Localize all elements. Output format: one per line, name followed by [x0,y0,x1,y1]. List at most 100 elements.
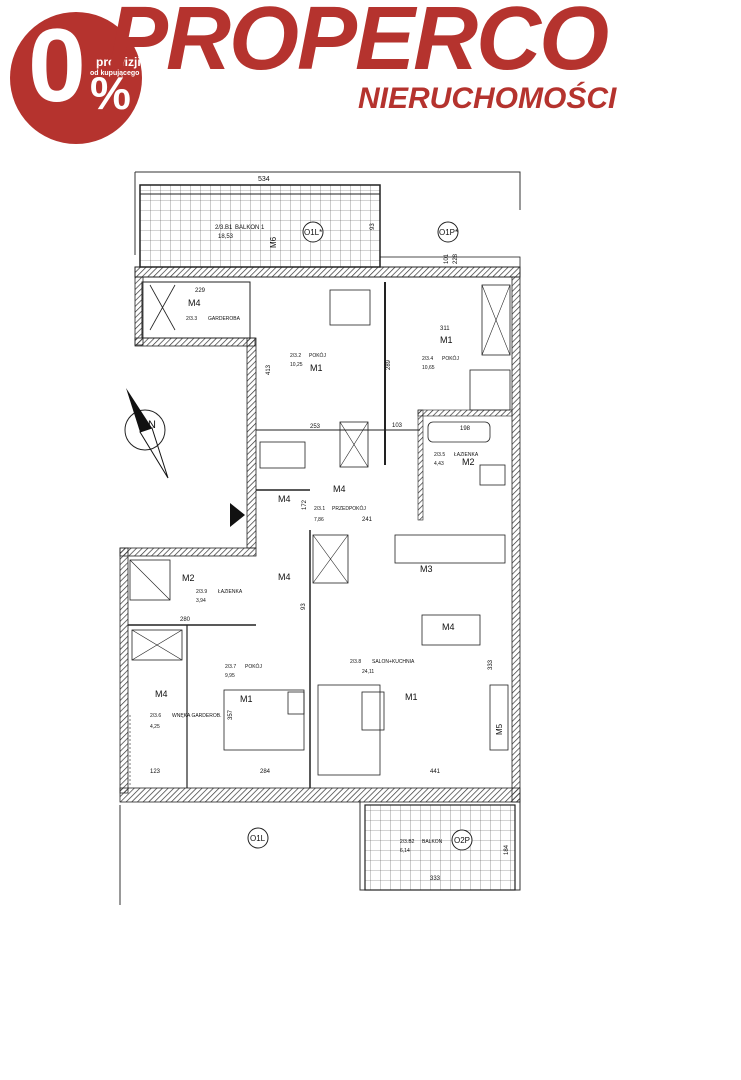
room-salon-kuchnia: M3 M4 2/3.8 SALON+KUCHNIA 24,11 M1 333 4… [301,534,509,776]
dim-103: 103 [392,423,403,429]
room-id-b1: 2/3.B1 [215,225,233,231]
symbol-m4-hall: M4 [278,494,291,504]
dim-172: 172 [302,499,308,510]
symbol-m4-salon: M4 [442,622,455,632]
room-area-b1: 18,53 [218,234,234,240]
dim-289: 289 [386,359,392,370]
symbol-m6: M6 [269,236,278,248]
outer-frame [119,171,521,905]
room-przedpokoj: M4 2/3.1 PRZEDPOKÓJ 7,86 241 172 M4 [230,484,373,584]
commission-badge: 0 % prowizji od kupującego [10,12,142,144]
dim-441: 441 [430,769,441,775]
dim-357: 357 [228,709,234,720]
room-name-b1: BALKON 1 [235,225,265,231]
room-area-wneka: 4,25 [150,724,160,730]
room-id-wneka: 2/3.6 [150,713,161,719]
dim-229: 229 [195,288,206,294]
room-area-salon: 24,11 [362,669,374,675]
badge-percent: % [90,67,131,119]
svg-text:O2P: O2P [454,836,470,845]
room-area-przedpokoj: 7,86 [314,517,324,523]
room-pokoj-3: 2/3.7 POKÓJ 9,95 M1 357 284 [223,663,305,775]
dim-579: 333 [488,659,494,670]
room-id-lazienka1: 2/3.5 [434,452,445,458]
badge-line2: od kupującego [90,70,140,77]
brand-logo: PROPERCO [108,0,609,89]
symbol-garderoba: M4 [188,298,201,308]
room-lazienka-2: M2 2/3.9 ŁAZIENKA 3,94 280 M4 [129,559,291,623]
compass-icon: N [124,388,169,479]
badge-number: 0 [28,8,86,124]
compass-label: N [148,419,156,431]
interior-walls [119,276,521,803]
balcony-bottom: 2/3.B2 BALKON 6,14 333 184 [364,804,516,891]
svg-text:O1L: O1L [250,834,266,843]
dim-413: 413 [266,364,272,375]
symbol-m3: M3 [420,564,433,574]
window-tag-o1l: O1L [247,827,269,849]
window-tag-o1l-star: O1L* [302,221,324,243]
room-area-lazienka1: 4,43 [434,461,444,467]
header: 0 % prowizji od kupującego PROPERCO NIER… [0,0,741,150]
room-pokoj-1: 413 2/3.2 POKÓJ 10,25 M1 253 [259,289,371,469]
room-area-pokoj1: 10,25 [290,362,303,368]
symbol-m5: M5 [495,723,504,735]
symbol-m4-bath: M4 [278,572,291,582]
dim-198: 198 [460,426,471,432]
dim-253: 253 [310,424,321,430]
dim-534: 534 [258,176,270,183]
room-id-garderoba: 2/3.3 [186,316,197,322]
badge-line1: prowizji [96,55,141,69]
room-id-lazienka2: 2/3.9 [196,589,207,595]
room-symbol-pokoj3: M1 [240,694,253,704]
room-name-lazienka1: ŁAZIENKA [454,452,479,458]
svg-text:O1P*: O1P* [439,228,458,237]
room-symbol-salon: M1 [405,692,418,702]
room-area-b2: 6,14 [400,848,410,854]
room-lazienka-1: 198 103 M2 2/3.5 ŁAZIENKA 4,43 [339,421,506,486]
dim-101: 101 [444,253,450,264]
room-name-pokoj1: POKÓJ [309,352,326,359]
room-id-b2: 2/3.B2 [400,839,415,845]
room-name-lazienka2: ŁAZIENKA [218,589,243,595]
room-name-przedpokoj: PRZEDPOKÓJ [332,505,366,512]
room-area-pokoj2: 10,65 [422,365,435,371]
room-name-wneka: WNĘKA GARDEROB. [172,713,221,719]
dim-93: 93 [301,603,307,610]
room-symbol-pokoj1: M1 [310,363,323,373]
room-area-pokoj3: 9,95 [225,673,235,679]
room-name-pokoj2: POKÓJ [442,355,459,362]
room-symbol-wneka: M4 [155,689,168,699]
room-pokoj-2: 311 289 M1 2/3.4 POKÓJ 10,65 [386,284,511,411]
room-name-b2: BALKON [422,839,443,845]
dim-333: 333 [430,876,441,882]
room-name-salon: SALON+KUCHNIA [372,659,415,665]
room-area-lazienka2: 3,94 [196,598,206,604]
dim-184-top: 93 [370,223,376,230]
room-id-pokoj3: 2/3.7 [225,664,236,670]
balcony-top: 534 2/3.B1 BALKON 1 18,53 M6 93 [139,176,381,268]
room-symbol-pokoj2: M1 [440,335,453,345]
floor-plan: 534 2/3.B1 BALKON 1 18,53 M6 93 O1L* O1P… [119,171,521,905]
svg-text:O1L*: O1L* [304,228,322,237]
room-symbol-lazienka2: M2 [182,573,195,583]
brand-subtitle: NIERUCHOMOŚCI [358,82,617,115]
room-id-pokoj2: 2/3.4 [422,356,433,362]
window-tag-o1p-star: O1P* [437,221,459,243]
dim-241: 241 [362,517,373,523]
room-id-salon: 2/3.8 [350,659,361,665]
window-tag-o2p: O2P [451,829,473,851]
dim-228: 228 [453,253,459,264]
room-id-przedpokoj: 2/3.1 [314,506,325,512]
room-symbol-lazienka1: M2 [462,457,475,467]
dim-184-bottom: 184 [504,844,510,855]
dim-280: 280 [180,617,191,623]
room-name-garderoba: GARDEROBA [208,316,241,322]
top-wall [134,256,521,278]
room-name-pokoj3: POKÓJ [245,663,262,670]
entrance-arrow [230,503,245,527]
dim-284: 284 [260,769,271,775]
room-garderoba: 229 M4 2/3.3 GARDEROBA [134,276,256,347]
dim-123: 123 [150,769,161,775]
room-id-pokoj1: 2/3.2 [290,353,301,359]
